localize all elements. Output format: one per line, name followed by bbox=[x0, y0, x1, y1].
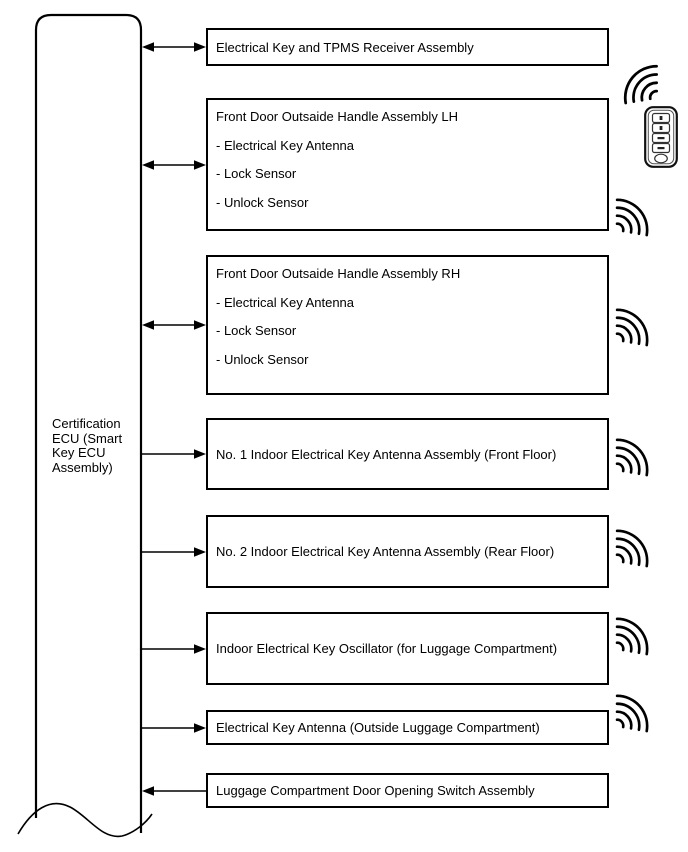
ecu-label: Certification ECU (Smart Key ECU Assembl… bbox=[52, 416, 123, 475]
arrow-bidirectional-icon bbox=[142, 159, 206, 171]
node-sub-item: - Lock Sensor bbox=[216, 166, 297, 181]
arrow-ecu-to-node-icon bbox=[142, 643, 206, 655]
radio-waves-icon bbox=[610, 522, 656, 568]
radio-waves-icon bbox=[610, 687, 656, 733]
node-sub-item: - Electrical Key Antenna bbox=[216, 137, 355, 153]
node-label: Front Door Outsaide Handle Assembly LH bbox=[216, 109, 459, 124]
radio-waves-icon bbox=[610, 191, 656, 237]
node-label: No. 2 Indoor Electrical Key Antenna Asse… bbox=[216, 544, 555, 559]
node-sub-item: - Unlock Sensor bbox=[216, 351, 309, 367]
radio-waves-icon bbox=[610, 610, 656, 656]
node-box: No. 2 Indoor Electrical Key Antenna Asse… bbox=[206, 515, 609, 588]
radio-waves-from-key-icon bbox=[616, 57, 664, 105]
node-label: No. 1 Indoor Electrical Key Antenna Asse… bbox=[216, 446, 557, 462]
node-label: Luggage Compartment Door Opening Switch … bbox=[216, 783, 535, 798]
node-box: Indoor Electrical Key Oscillator (for Lu… bbox=[206, 612, 609, 685]
arrow-ecu-to-node-icon bbox=[142, 722, 206, 734]
torn-edge bbox=[17, 802, 153, 838]
node-sub-item: - Electrical Key Antenna bbox=[216, 294, 355, 310]
arrow-ecu-to-node-icon bbox=[142, 448, 206, 460]
radio-waves-icon bbox=[610, 301, 656, 347]
smart-key-fob-icon bbox=[644, 106, 678, 168]
node-box: Luggage Compartment Door Opening Switch … bbox=[206, 773, 609, 808]
arrow-node-to-ecu-icon bbox=[142, 785, 206, 797]
arrow-bidirectional-icon bbox=[142, 41, 206, 53]
node-sub-item: - Unlock Sensor bbox=[216, 194, 309, 210]
node-box: Electrical Key and TPMS Receiver Assembl… bbox=[206, 28, 609, 66]
node-label: Electrical Key Antenna (Outside Luggage … bbox=[216, 720, 540, 735]
node-box: No. 1 Indoor Electrical Key Antenna Asse… bbox=[206, 418, 609, 490]
node-label: Electrical Key and TPMS Receiver Assembl… bbox=[216, 39, 474, 55]
node-label: Front Door Outsaide Handle Assembly RH bbox=[216, 266, 461, 281]
node-sub-item: - Lock Sensor bbox=[216, 323, 297, 338]
node-label: Indoor Electrical Key Oscillator (for Lu… bbox=[216, 641, 558, 656]
node-box: Electrical Key Antenna (Outside Luggage … bbox=[206, 710, 609, 745]
node-box: Front Door Outsaide Handle Assembly LH - … bbox=[206, 98, 609, 231]
radio-waves-icon bbox=[610, 431, 656, 477]
node-box: Front Door Outsaide Handle Assembly RH - … bbox=[206, 255, 609, 395]
arrow-ecu-to-node-icon bbox=[142, 546, 206, 558]
arrow-bidirectional-icon bbox=[142, 319, 206, 331]
